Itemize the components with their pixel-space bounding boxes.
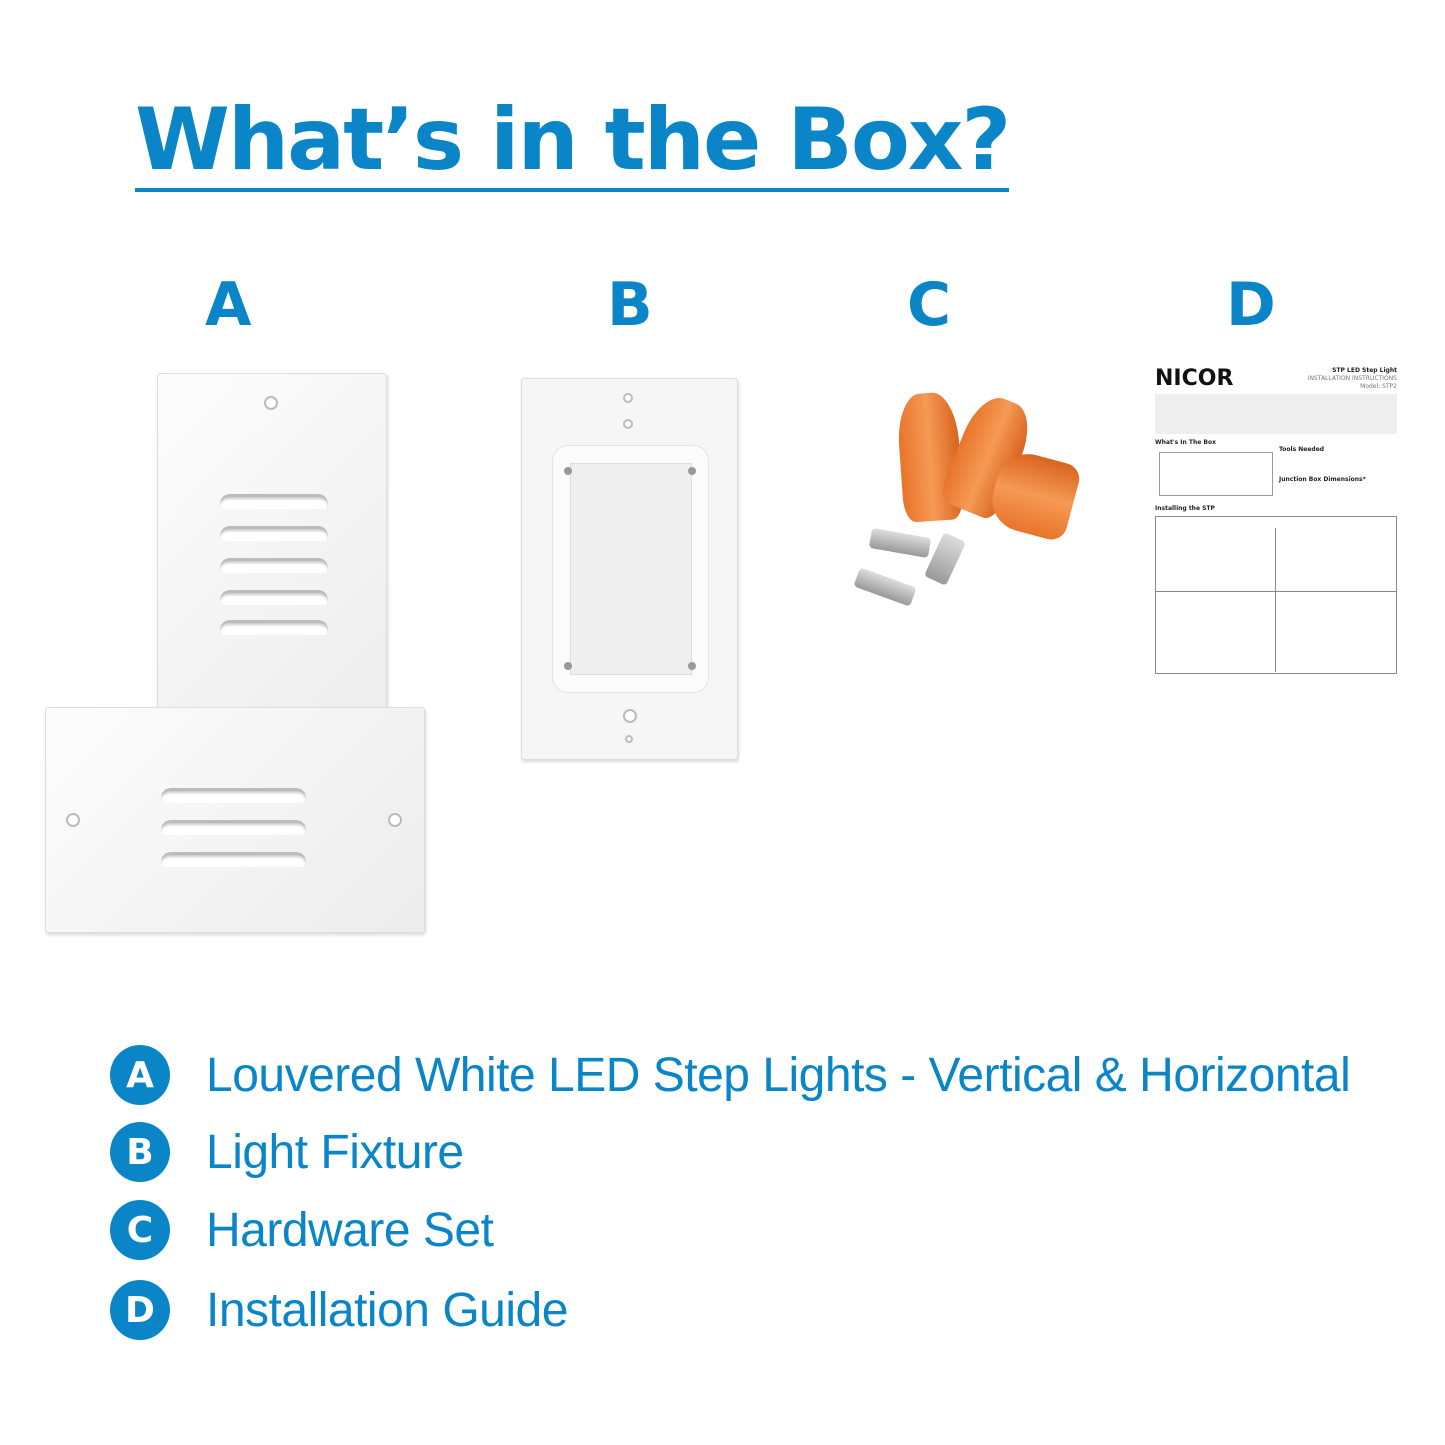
- legend-item-d: D Installation Guide: [110, 1280, 568, 1340]
- legend-text-a: Louvered White LED Step Lights - Vertica…: [206, 1048, 1351, 1102]
- horizontal-step-light-image: [45, 707, 425, 933]
- badge-a: A: [110, 1045, 170, 1105]
- guide-model: Model: STP2: [1360, 383, 1397, 390]
- installation-guide-image: NICOR STP LED Step Light INSTALLATION IN…: [1155, 362, 1397, 684]
- page-title: What’s in the Box?: [135, 90, 1011, 192]
- label-c: C: [907, 270, 952, 340]
- legend-text-c: Hardware Set: [206, 1203, 494, 1257]
- label-b: B: [607, 270, 653, 340]
- label-d: D: [1226, 270, 1276, 340]
- guide-brand: NICOR: [1155, 366, 1234, 391]
- guide-subtitle: INSTALLATION INSTRUCTIONS: [1307, 375, 1397, 382]
- guide-junction-heading: Junction Box Dimensions*: [1279, 476, 1366, 483]
- light-fixture-image: [521, 378, 738, 760]
- legend-item-a: A Louvered White LED Step Lights - Verti…: [110, 1045, 1351, 1105]
- guide-install-heading: Installing the STP: [1155, 505, 1215, 512]
- badge-d: D: [110, 1280, 170, 1340]
- badge-b: B: [110, 1122, 170, 1182]
- badge-c: C: [110, 1200, 170, 1260]
- legend-text-d: Installation Guide: [206, 1283, 568, 1337]
- guide-box-heading: What's In The Box: [1155, 439, 1216, 446]
- guide-product: STP LED Step Light: [1332, 367, 1397, 374]
- guide-tools-heading: Tools Needed: [1279, 446, 1325, 453]
- legend-text-b: Light Fixture: [206, 1125, 464, 1179]
- vertical-step-light-image: [157, 373, 387, 750]
- hardware-set-image: [845, 385, 1095, 630]
- label-a: A: [205, 270, 252, 340]
- legend-item-b: B Light Fixture: [110, 1122, 464, 1182]
- legend-item-c: C Hardware Set: [110, 1200, 494, 1260]
